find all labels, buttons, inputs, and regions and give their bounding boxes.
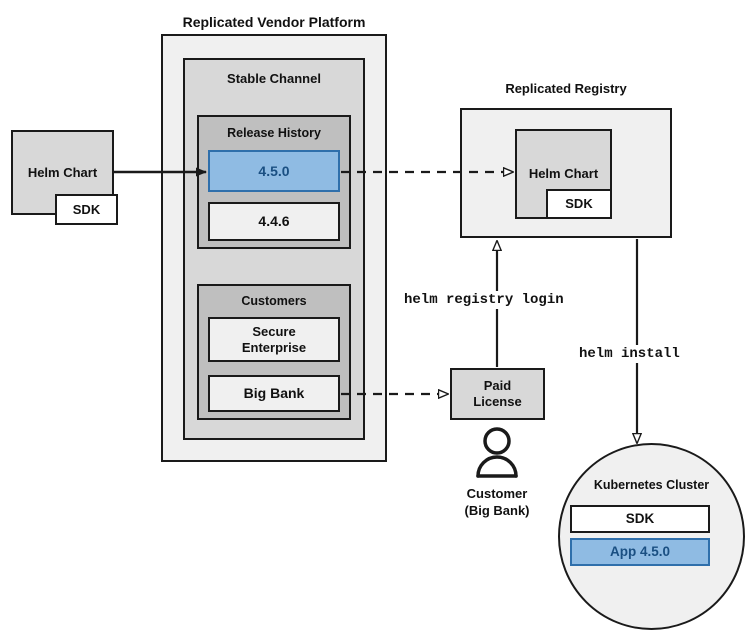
release-history-title: Release History <box>227 126 321 140</box>
cluster-sdk-box[interactable]: SDK <box>570 505 710 533</box>
release-item-4-4-6[interactable]: 4.4.6 <box>208 202 340 241</box>
stable-channel-title: Stable Channel <box>227 71 321 86</box>
customer-actor-caption-line1: Customer <box>466 486 528 501</box>
customer-name-label: Secure Enterprise <box>241 323 307 355</box>
command-helm-registry-login: helm registry login <box>400 291 568 309</box>
paid-license-box[interactable]: Paid License <box>450 368 545 420</box>
release-item-4-5-0[interactable]: 4.5.0 <box>208 150 340 192</box>
release-version-label: 4.5.0 <box>258 162 290 179</box>
kubernetes-cluster-circle <box>558 443 745 630</box>
source-sdk-box[interactable]: SDK <box>55 194 118 225</box>
customer-item-secure-enterprise[interactable]: Secure Enterprise <box>208 317 340 362</box>
paid-license-label: Paid License <box>473 378 522 409</box>
person-icon <box>476 427 518 478</box>
registry-sdk-label: SDK <box>565 196 593 212</box>
customers-title: Customers <box>241 294 307 308</box>
cluster-app-label: App 4.5.0 <box>609 543 671 559</box>
kubernetes-cluster-title: Kubernetes Cluster <box>593 478 710 492</box>
customer-actor-caption-line2: (Big Bank) <box>464 503 530 518</box>
registry-sdk-box[interactable]: SDK <box>546 189 612 219</box>
cluster-app-box[interactable]: App 4.5.0 <box>570 538 710 566</box>
platform-title: Replicated Vendor Platform <box>182 14 366 30</box>
customer-item-big-bank[interactable]: Big Bank <box>208 375 340 412</box>
source-sdk-label: SDK <box>72 201 101 217</box>
registry-helm-chart-label: Helm Chart <box>528 166 599 182</box>
source-helm-chart-label: Helm Chart <box>27 164 98 180</box>
command-helm-install: helm install <box>575 345 684 363</box>
customer-name-label: Big Bank <box>243 385 305 402</box>
registry-title: Replicated Registry <box>505 81 627 96</box>
release-version-label: 4.4.6 <box>258 213 290 230</box>
cluster-sdk-label: SDK <box>625 510 655 526</box>
